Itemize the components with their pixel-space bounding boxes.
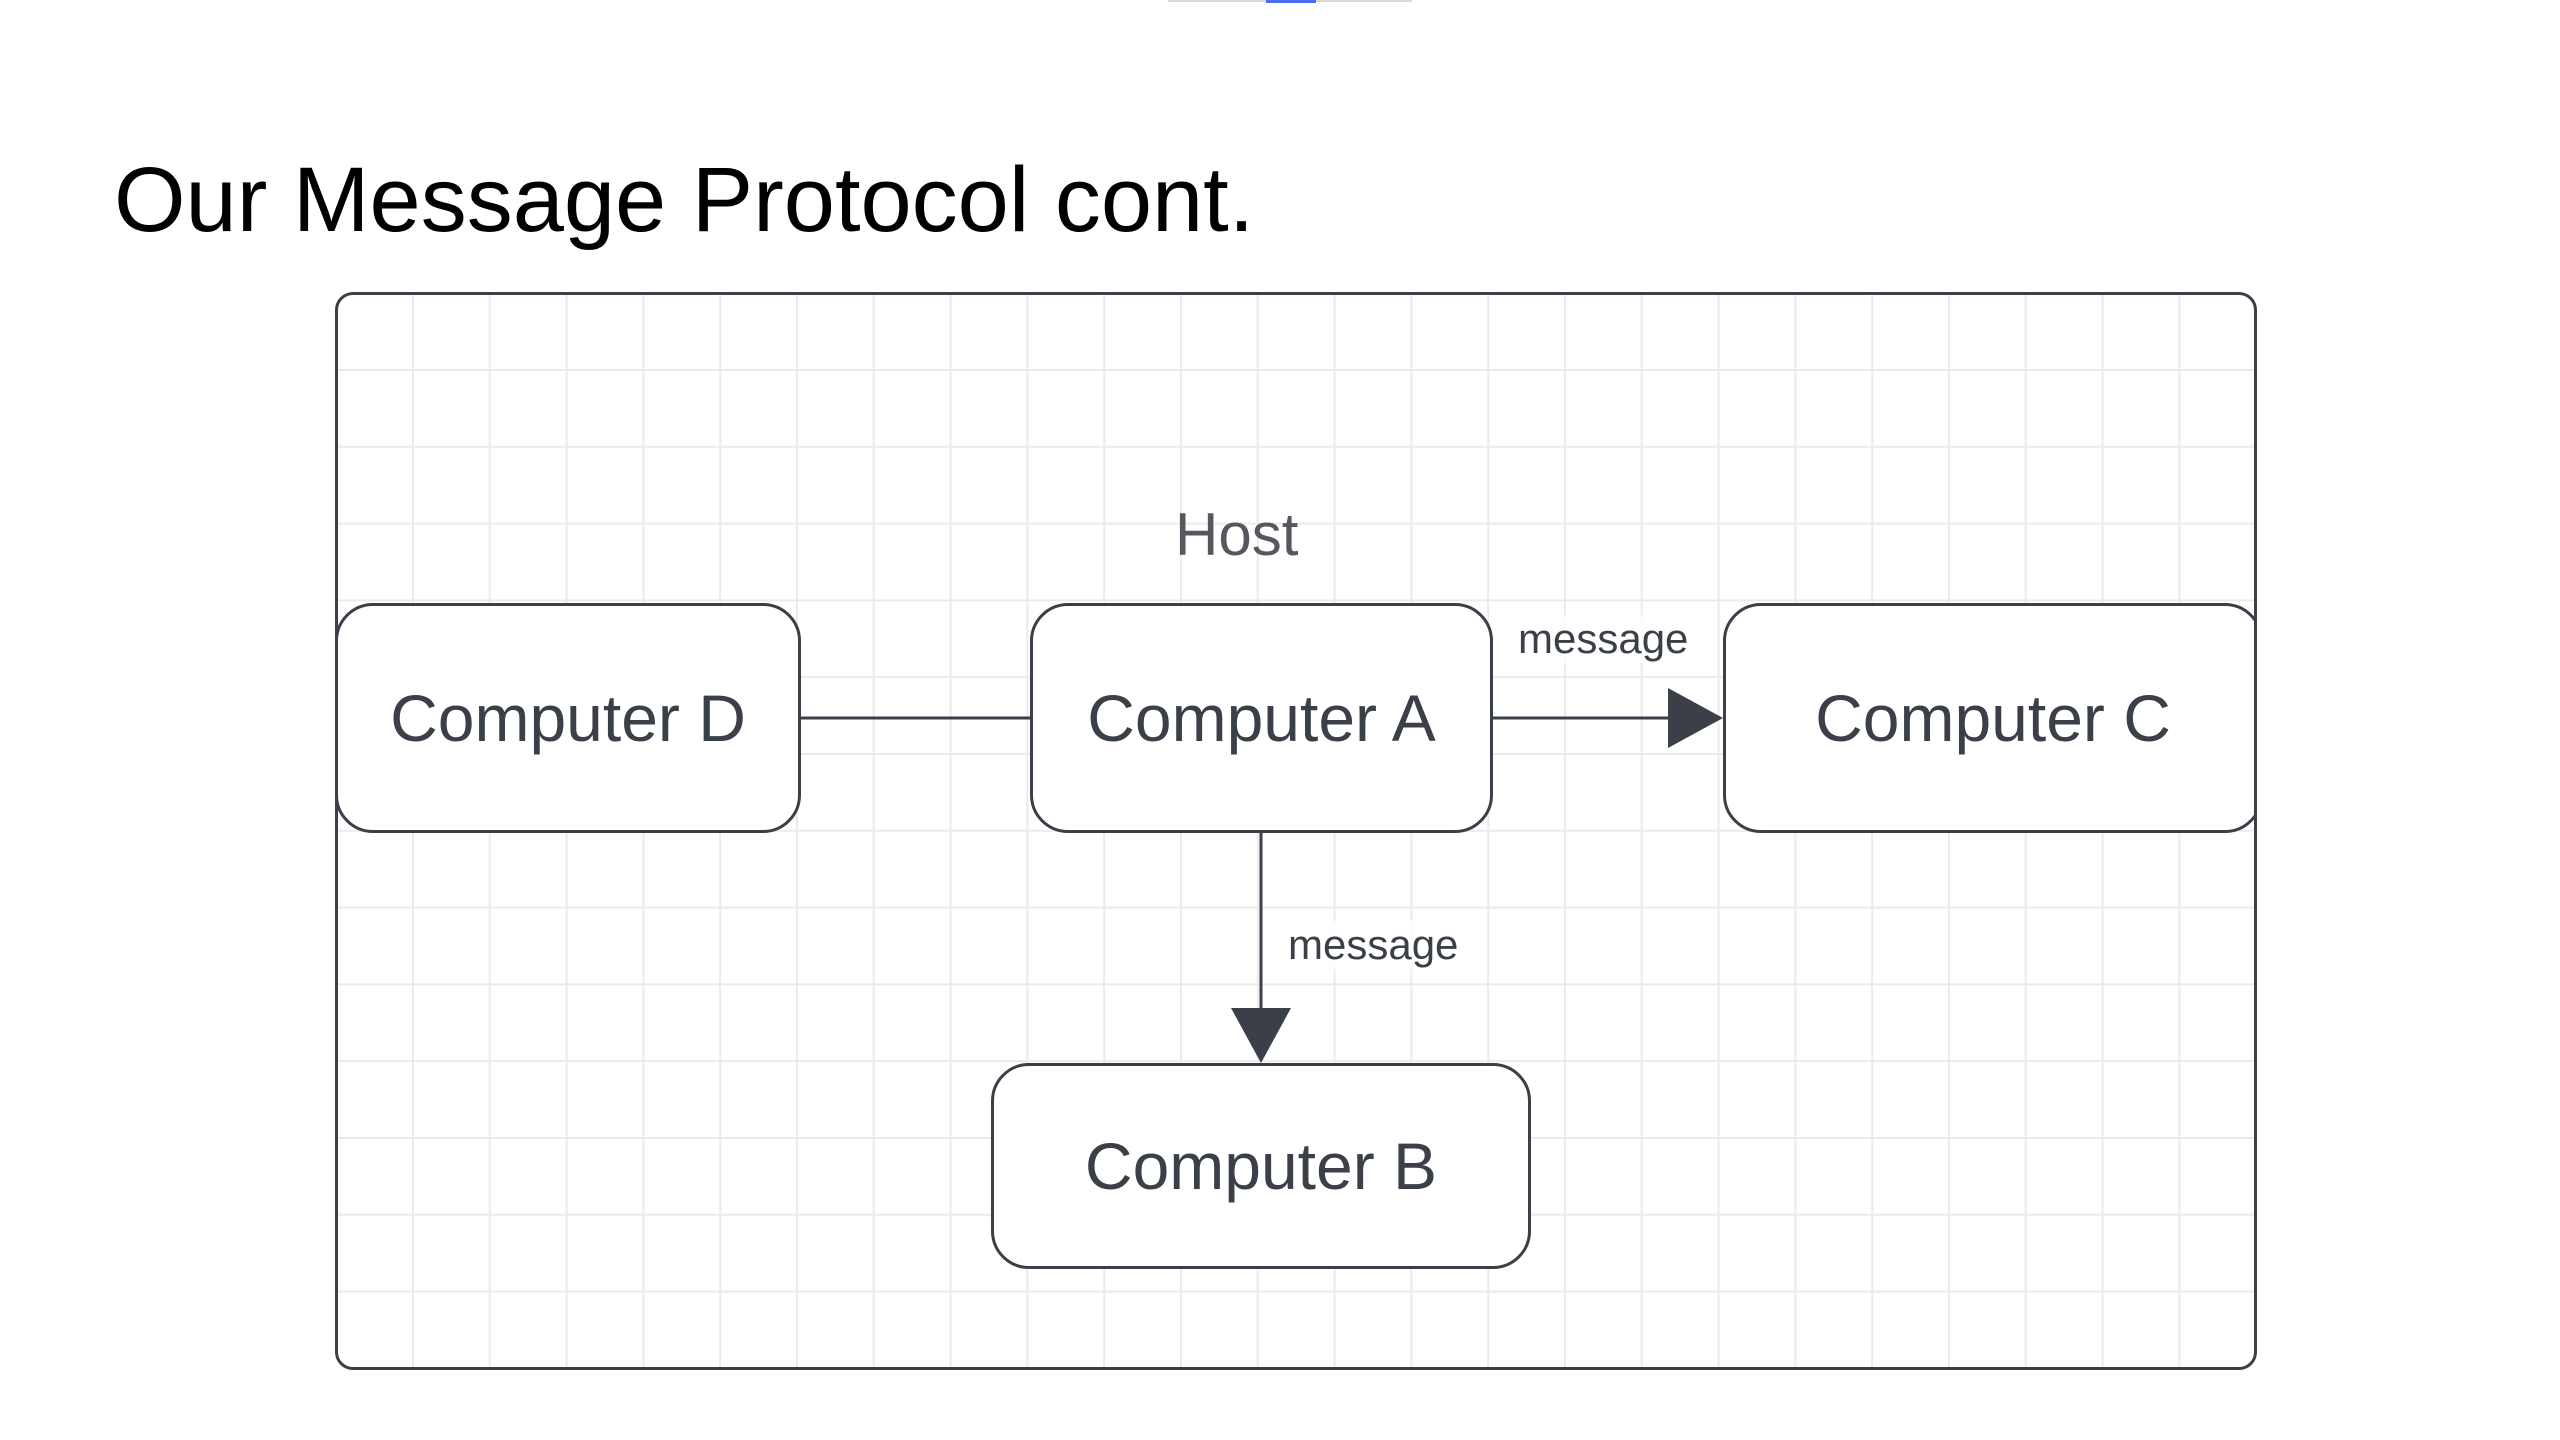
slide-title: Our Message Protocol cont. [114, 149, 1255, 251]
slide-top-accent [1266, 0, 1316, 3]
arrowhead-down [1231, 1008, 1291, 1063]
node-computer-b: Computer B [991, 1063, 1531, 1269]
node-computer-a: Computer A [1030, 603, 1493, 833]
arrowhead-right [1668, 688, 1723, 748]
node-label: Computer C [1815, 681, 2171, 755]
network-diagram: Host Computer D Computer A Computer C Co… [335, 292, 2257, 1370]
node-label: Computer D [390, 681, 746, 755]
node-computer-c: Computer C [1723, 603, 2254, 833]
host-label: Host [1175, 501, 1299, 568]
node-label: Computer A [1087, 681, 1436, 755]
diagram-connectors [801, 688, 1723, 1063]
node-label: Computer B [1084, 1129, 1438, 1203]
edge-label-a-to-c: message [1514, 615, 1693, 663]
edge-label-a-to-b: message [1284, 921, 1463, 969]
node-computer-d: Computer D [338, 603, 801, 833]
